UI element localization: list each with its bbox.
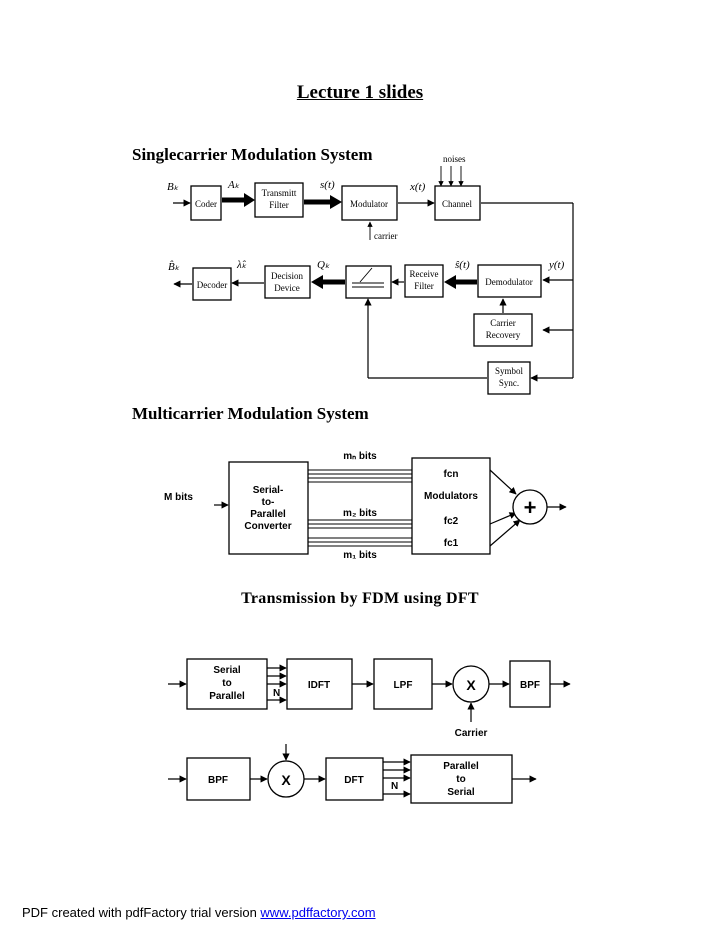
fc1-label: fc1 (444, 538, 459, 549)
coder-block (190, 185, 222, 221)
section-heading-fdm: Transmission by FDM using DFT (241, 590, 479, 607)
fdm-receiver-diagram: BPF X DFT N Parallel to Serial (168, 744, 537, 804)
transmit-filter-label-2: Filter (269, 200, 289, 210)
fdm-n-label: N (273, 688, 280, 699)
sp-converter-label-1: Serial- (253, 485, 284, 496)
fdm-transmitter-diagram: Serial to Parallel N IDFT LPF X Carrier … (168, 658, 571, 739)
modulator-block (341, 185, 398, 221)
sampler-block (345, 265, 392, 299)
sp-converter-label-3: Parallel (250, 509, 286, 520)
modulators-label: Modulators (424, 491, 478, 502)
carrier-recovery-label-1: Carrier (490, 318, 515, 328)
singlecarrier-diagram: noises Coder Transmitt Filter Modulator … (167, 154, 574, 395)
symbol-ak: Aₖ (227, 179, 240, 191)
footer: PDF created with pdfFactory trial versio… (22, 905, 376, 920)
tx-bpf-label: BPF (520, 680, 540, 691)
rx-bpf-block (186, 757, 251, 801)
fdm-carrier-label: Carrier (455, 728, 488, 739)
rx-bpf-label: BPF (208, 775, 228, 786)
channel-label: Channel (442, 199, 472, 209)
footer-link[interactable]: www.pdffactory.com (260, 905, 376, 920)
m2-bits-label: m₂ bits (343, 508, 377, 519)
m-bits-label: M bits (164, 492, 193, 503)
symbol-bk-hat: B̂ₖ (168, 260, 180, 273)
symbol-bk: Bₖ (167, 181, 179, 193)
fdm-n-label-rx: N (391, 781, 398, 792)
decoder-label: Decoder (197, 280, 227, 290)
carrier-recovery-label-2: Recovery (486, 330, 521, 340)
symbol-st-hat: ŝ(t) (455, 259, 470, 271)
fdm-serial-to-parallel-block (186, 658, 268, 710)
page-title: Lecture 1 slides (296, 82, 424, 103)
decoder-block (192, 267, 232, 301)
channel-block (434, 185, 481, 221)
transmit-filter-label-1: Transmitt (262, 188, 297, 198)
decision-label-1: Decision (271, 271, 303, 281)
coder-label: Coder (195, 199, 217, 209)
ps-label-2: to (456, 774, 465, 785)
receive-filter-block (404, 264, 444, 298)
carrier-recovery-block (473, 313, 533, 347)
fc2-label: fc2 (444, 516, 459, 527)
lpf-block (373, 658, 433, 710)
symbol-sync-label-2: Sync. (499, 378, 519, 388)
receive-filter-label-2: Filter (414, 281, 434, 291)
serial-to-parallel-converter-block (228, 461, 309, 555)
plus-icon: + (524, 495, 537, 520)
fdm-sp-label-2: to (222, 678, 231, 689)
symbol-sync-label-1: Symbol (495, 366, 524, 376)
symbol-yt: y(t) (548, 259, 565, 271)
fcn-label: fcn (444, 469, 459, 480)
idft-block (286, 658, 353, 710)
footer-text: PDF created with pdfFactory trial versio… (22, 905, 261, 920)
carrier-label: carrier (374, 231, 397, 241)
receive-filter-label-1: Receive (410, 269, 439, 279)
modulators-block (411, 457, 491, 555)
symbol-ak-hat: λ̂ₖ (236, 259, 247, 271)
rx-multiply-icon: X (281, 772, 291, 788)
ps-label-1: Parallel (443, 761, 479, 772)
tx-bpf-block (509, 660, 551, 708)
modulator-label: Modulator (350, 199, 388, 209)
lpf-label: LPF (394, 680, 413, 691)
multicarrier-diagram: M bits Serial- to- Parallel Converter mₙ… (164, 451, 567, 561)
idft-label: IDFT (308, 680, 330, 691)
symbol-st: s(t) (320, 179, 335, 191)
mn-bits-label: mₙ bits (343, 451, 377, 462)
section-heading-multicarrier: Multicarrier Modulation System (132, 404, 369, 423)
fdm-sp-label-3: Parallel (209, 691, 245, 702)
m1-bits-label: m₁ bits (343, 550, 377, 561)
dft-block (325, 757, 384, 801)
sp-converter-label-2: to- (262, 497, 275, 508)
symbol-qk: Qₖ (317, 259, 330, 271)
parallel-to-serial-block (410, 754, 513, 804)
noises-label: noises (443, 154, 466, 164)
symbol-xt: x(t) (409, 181, 426, 193)
symbol-sync-block (487, 361, 531, 395)
demodulator-block (477, 264, 542, 298)
decision-device-block (264, 265, 311, 299)
decision-label-2: Device (274, 283, 299, 293)
ps-label-3: Serial (447, 787, 474, 798)
fdm-sp-label-1: Serial (213, 665, 240, 676)
sp-converter-label-4: Converter (244, 521, 291, 532)
section-heading-singlecarrier: Singlecarrier Modulation System (132, 145, 373, 164)
demodulator-label: Demodulator (485, 277, 533, 287)
tx-multiply-icon: X (466, 677, 476, 693)
dft-label: DFT (344, 775, 363, 786)
transmit-filter-block (254, 182, 304, 218)
